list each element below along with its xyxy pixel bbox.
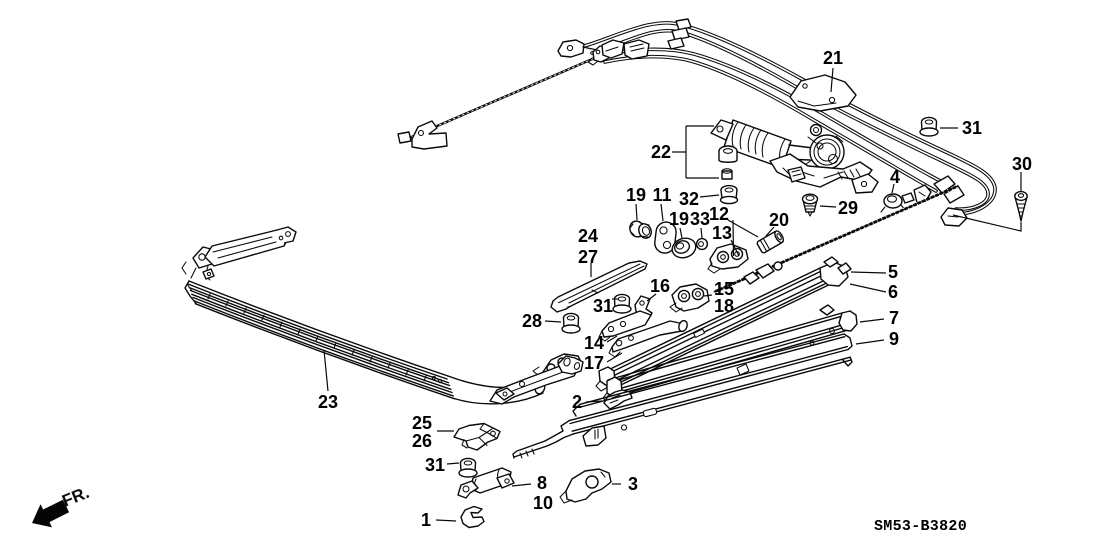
svg-text:9: 9 — [889, 329, 899, 349]
svg-text:14: 14 — [584, 333, 604, 353]
svg-text:24: 24 — [578, 226, 598, 246]
svg-text:21: 21 — [823, 48, 843, 68]
svg-text:31: 31 — [962, 118, 982, 138]
svg-text:6: 6 — [888, 282, 898, 302]
svg-text:19: 19 — [626, 185, 646, 205]
svg-text:23: 23 — [318, 392, 338, 412]
svg-text:20: 20 — [769, 210, 789, 230]
svg-text:4: 4 — [890, 167, 900, 187]
svg-text:10: 10 — [533, 493, 553, 513]
svg-text:19: 19 — [669, 209, 689, 229]
svg-text:32: 32 — [679, 189, 699, 209]
svg-text:3: 3 — [628, 474, 638, 494]
svg-text:31: 31 — [425, 455, 445, 475]
svg-text:30: 30 — [1012, 154, 1032, 174]
svg-text:27: 27 — [578, 247, 598, 267]
svg-text:8: 8 — [537, 473, 547, 493]
svg-text:1: 1 — [421, 510, 431, 530]
svg-text:5: 5 — [888, 262, 898, 282]
svg-text:26: 26 — [412, 431, 432, 451]
svg-text:13: 13 — [712, 223, 732, 243]
svg-text:12: 12 — [709, 204, 729, 224]
svg-text:SM53-B3820: SM53-B3820 — [874, 518, 967, 535]
svg-text:18: 18 — [714, 296, 734, 316]
svg-text:28: 28 — [522, 311, 542, 331]
svg-text:11: 11 — [652, 185, 671, 205]
svg-text:7: 7 — [889, 308, 899, 328]
svg-text:29: 29 — [838, 198, 858, 218]
svg-text:22: 22 — [651, 142, 671, 162]
svg-text:2: 2 — [572, 392, 582, 412]
svg-text:25: 25 — [412, 413, 432, 433]
svg-text:16: 16 — [650, 276, 670, 296]
svg-text:31: 31 — [593, 296, 613, 316]
svg-text:17: 17 — [584, 353, 604, 373]
svg-text:33: 33 — [690, 209, 710, 229]
svg-text:15: 15 — [714, 279, 734, 299]
